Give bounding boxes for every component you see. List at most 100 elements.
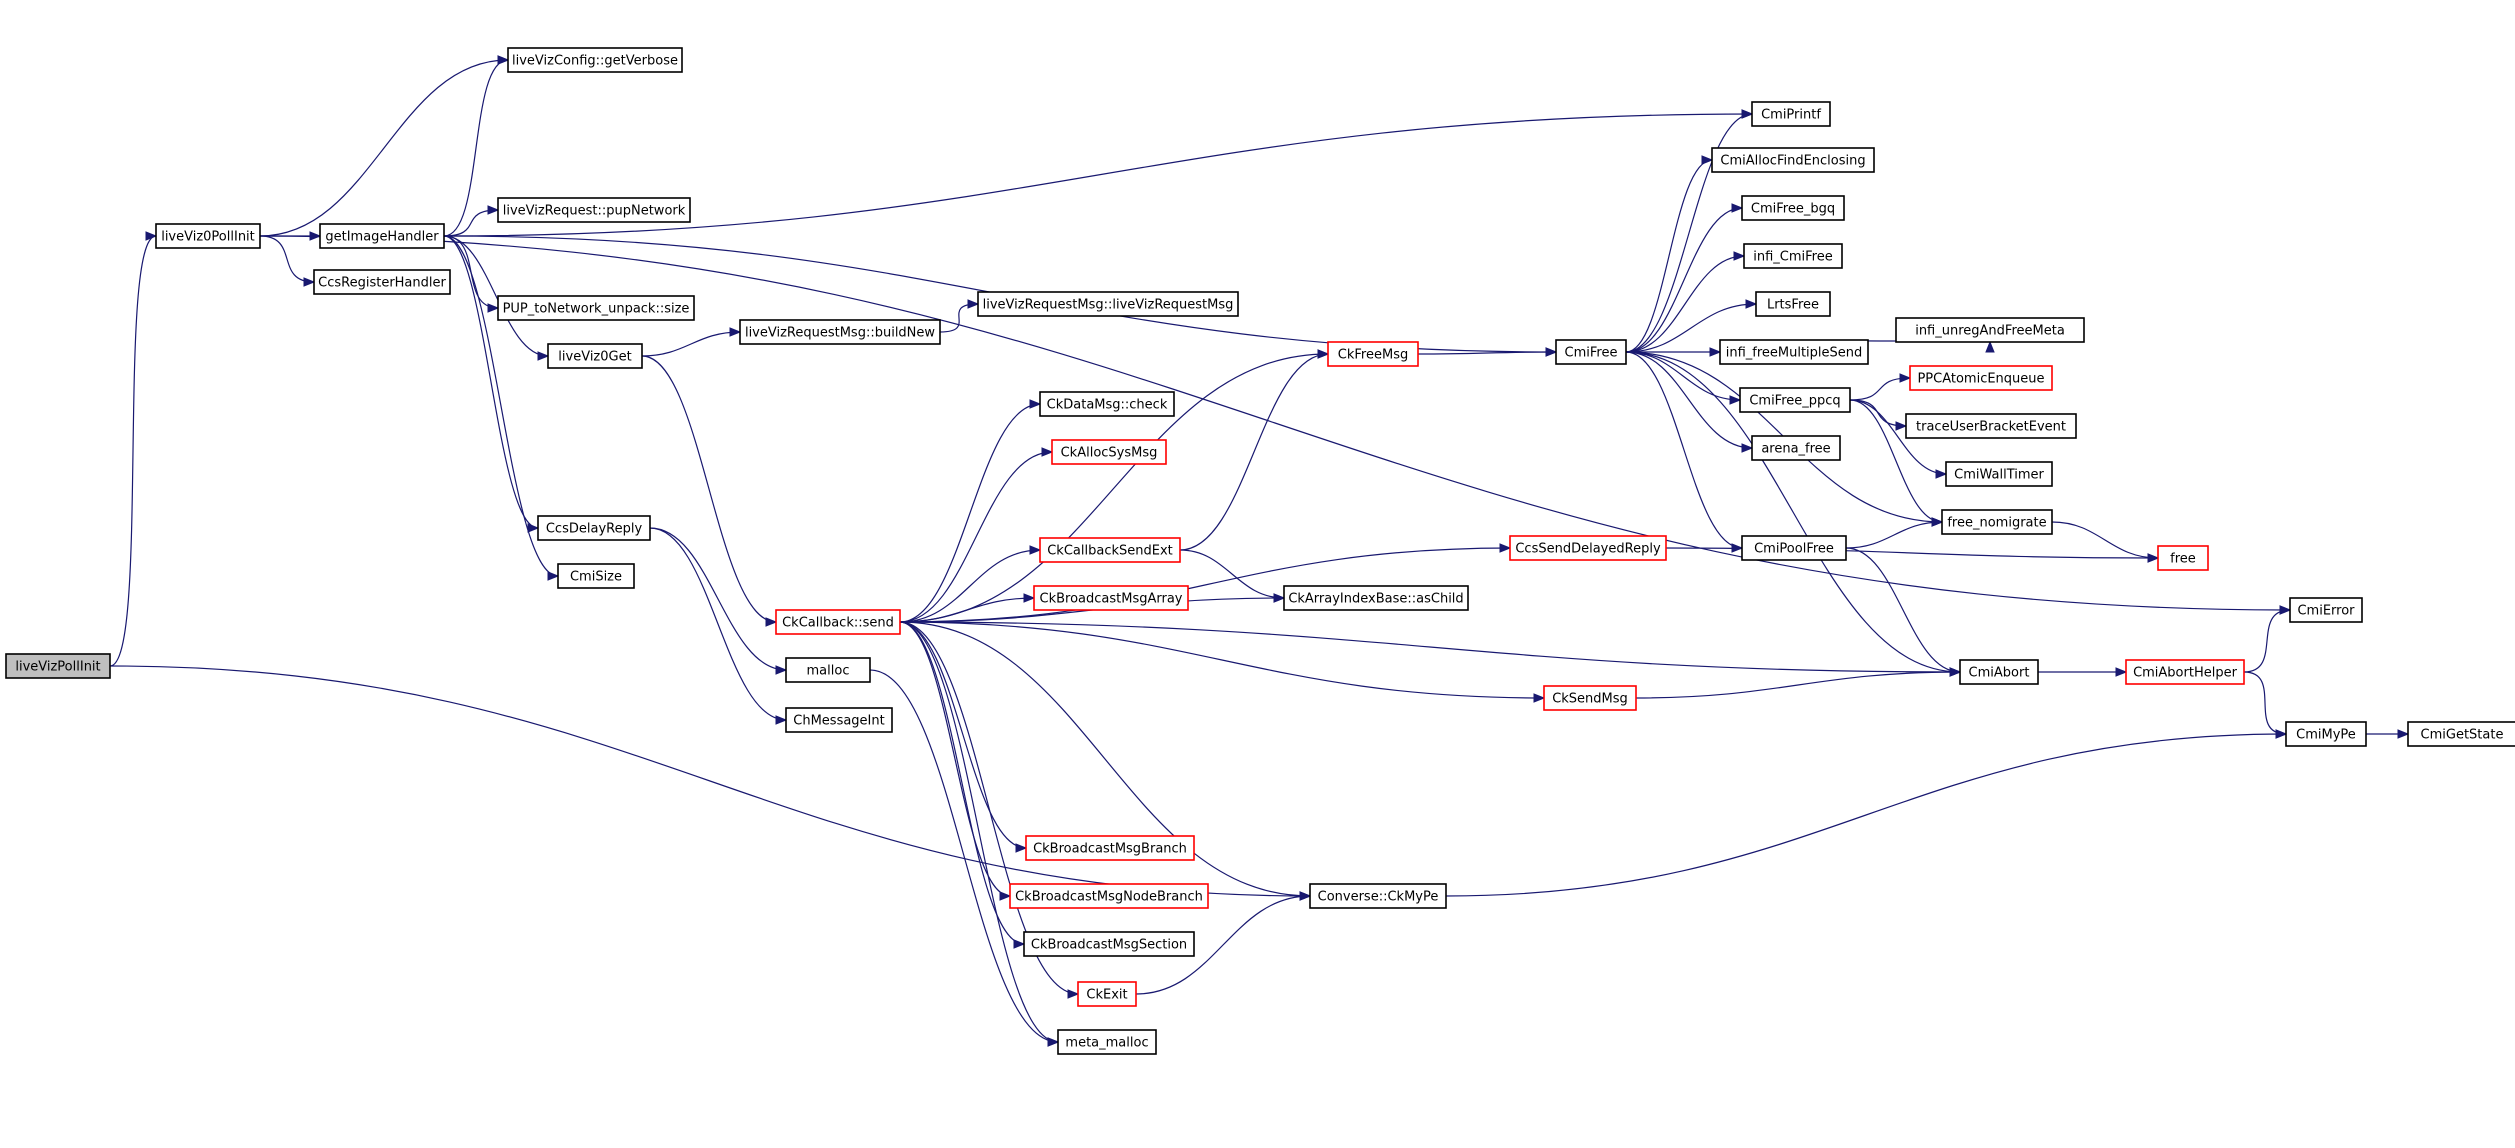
node-CmiFree_bgq[interactable]: CmiFree_bgq bbox=[1741, 195, 1845, 221]
node-CkBroadcastMsgArray[interactable]: CkBroadcastMsgArray bbox=[1033, 585, 1189, 611]
node-box bbox=[1039, 391, 1175, 417]
node-liveVizConfig_getVerbose[interactable]: liveVizConfig::getVerbose bbox=[507, 47, 683, 73]
node-free[interactable]: free bbox=[2157, 545, 2209, 571]
edge-CmiAbort-to-CmiAbortHelper bbox=[2038, 667, 2128, 677]
node-label: CmiGetState bbox=[2421, 728, 2504, 743]
node-LrtsFree[interactable]: LrtsFree bbox=[1755, 291, 1831, 317]
node-CmiPrintf[interactable]: CmiPrintf bbox=[1751, 101, 1831, 127]
node-meta_malloc[interactable]: meta_malloc bbox=[1057, 1029, 1157, 1055]
edge-line bbox=[1179, 549, 1285, 599]
node-getImageHandler[interactable]: getImageHandler bbox=[319, 223, 445, 249]
node-CkExit[interactable]: CkExit bbox=[1077, 981, 1137, 1007]
node-liveVizPollInit[interactable]: liveVizPollInit bbox=[5, 653, 111, 679]
edge-line bbox=[1625, 351, 1961, 673]
node-CcsRegisterHandler[interactable]: CcsRegisterHandler bbox=[313, 269, 451, 295]
node-CkDataMsg_check[interactable]: CkDataMsg::check bbox=[1039, 391, 1175, 417]
node-CmiFree[interactable]: CmiFree bbox=[1555, 339, 1627, 365]
edge-CmiFree-to-arena_free bbox=[1625, 351, 1754, 453]
node-CkAllocSysMsg[interactable]: CkAllocSysMsg bbox=[1051, 439, 1167, 465]
node-box bbox=[785, 707, 893, 733]
node-CmiAllocFindEnclosing[interactable]: CmiAllocFindEnclosing bbox=[1711, 147, 1875, 173]
node-CkBroadcastMsgNodeBranch[interactable]: CkBroadcastMsgNodeBranch bbox=[1009, 883, 1209, 909]
node-ChMessageInt[interactable]: ChMessageInt bbox=[785, 707, 893, 733]
arrow-head bbox=[775, 665, 788, 675]
node-CmiWallTimer[interactable]: CmiWallTimer bbox=[1945, 461, 2053, 487]
edge-CkCallback_send-to-CkDataMsg_check bbox=[899, 399, 1042, 623]
node-CmiAbort[interactable]: CmiAbort bbox=[1959, 659, 2039, 685]
node-label: liveViz0Get bbox=[558, 350, 631, 365]
node-CkSendMsg[interactable]: CkSendMsg bbox=[1543, 685, 1637, 711]
node-CmiAbortHelper[interactable]: CmiAbortHelper bbox=[2125, 659, 2245, 685]
node-box bbox=[2285, 721, 2367, 747]
node-CkCallbackSendExt[interactable]: CkCallbackSendExt bbox=[1039, 537, 1181, 563]
node-Converse_CkMyPe[interactable]: Converse::CkMyPe bbox=[1309, 883, 1447, 909]
arrow-head bbox=[1047, 1037, 1060, 1047]
arrow-head bbox=[145, 231, 158, 241]
edge-line bbox=[1845, 547, 1961, 673]
edge-line bbox=[2243, 609, 2291, 673]
node-label: CkDataMsg::check bbox=[1047, 398, 1168, 413]
node-box bbox=[1945, 461, 2053, 487]
node-liveViz0PollInit[interactable]: liveViz0PollInit bbox=[155, 223, 261, 249]
node-CmiMyPe[interactable]: CmiMyPe bbox=[2285, 721, 2367, 747]
node-CmiError[interactable]: CmiError bbox=[2289, 597, 2363, 623]
arrow-head bbox=[1701, 155, 1714, 165]
node-liveVizRequest_pupNetwork[interactable]: liveVizRequest::pupNetwork bbox=[497, 197, 691, 223]
edge-line bbox=[443, 59, 509, 237]
arrow-head bbox=[2115, 667, 2128, 677]
edge-line bbox=[443, 235, 549, 357]
node-label: infi_CmiFree bbox=[1753, 250, 1832, 265]
node-box bbox=[2407, 721, 2515, 747]
edge-line bbox=[259, 235, 315, 283]
node-malloc[interactable]: malloc bbox=[785, 657, 871, 683]
node-label: CkCallbackSendExt bbox=[1047, 544, 1173, 559]
node-box bbox=[1909, 365, 2053, 391]
arrow-head bbox=[1013, 939, 1026, 949]
node-infi_unregAndFreeMeta[interactable]: infi_unregAndFreeMeta bbox=[1895, 317, 2085, 343]
node-PUP_toNetwork_unpack_size[interactable]: PUP_toNetwork_unpack::size bbox=[497, 295, 695, 321]
node-box bbox=[1895, 317, 2085, 343]
node-CcsDelayReply[interactable]: CcsDelayReply bbox=[537, 515, 651, 541]
node-CkFreeMsg[interactable]: CkFreeMsg bbox=[1327, 341, 1419, 367]
node-box bbox=[1941, 509, 2053, 535]
node-CcsSendDelayedReply[interactable]: CcsSendDelayedReply bbox=[1509, 535, 1667, 561]
node-liveViz0Get[interactable]: liveViz0Get bbox=[547, 343, 643, 369]
edge-liveViz0PollInit-to-CcsRegisterHandler bbox=[259, 235, 316, 287]
node-arena_free[interactable]: arena_free bbox=[1751, 435, 1841, 461]
node-liveVizRequestMsg_buildNew[interactable]: liveVizRequestMsg::buildNew bbox=[739, 319, 941, 345]
node-CmiGetState[interactable]: CmiGetState bbox=[2407, 721, 2515, 747]
node-box bbox=[1051, 439, 1167, 465]
node-label: CkFreeMsg bbox=[1338, 348, 1408, 363]
node-free_nomigrate[interactable]: free_nomigrate bbox=[1941, 509, 2053, 535]
node-CkArrayIndexBase_asChild[interactable]: CkArrayIndexBase::asChild bbox=[1283, 585, 1469, 611]
edge-CmiPoolFree-to-CmiAbort bbox=[1845, 547, 1962, 677]
edge-line bbox=[2243, 671, 2287, 735]
node-label: free bbox=[2170, 552, 2196, 567]
edge-getImageHandler-to-liveViz0Get bbox=[443, 235, 550, 361]
node-CkCallback_send[interactable]: CkCallback::send bbox=[775, 609, 901, 635]
node-CkBroadcastMsgSection[interactable]: CkBroadcastMsgSection bbox=[1023, 931, 1195, 957]
node-CkBroadcastMsgBranch[interactable]: CkBroadcastMsgBranch bbox=[1025, 835, 1195, 861]
node-label: CmiAllocFindEnclosing bbox=[1720, 154, 1865, 169]
node-infi_CmiFree[interactable]: infi_CmiFree bbox=[1743, 243, 1843, 269]
node-infi_freeMultipleSend[interactable]: infi_freeMultipleSend bbox=[1719, 339, 1869, 365]
arrow-head bbox=[487, 205, 500, 215]
node-box bbox=[1555, 339, 1627, 365]
node-CmiFree_ppcq[interactable]: CmiFree_ppcq bbox=[1739, 387, 1851, 413]
node-traceUserBracketEvent[interactable]: traceUserBracketEvent bbox=[1905, 413, 2077, 439]
node-liveVizRequestMsg_ctor[interactable]: liveVizRequestMsg::liveVizRequestMsg bbox=[977, 291, 1239, 317]
node-box bbox=[313, 269, 451, 295]
node-CmiPoolFree[interactable]: CmiPoolFree bbox=[1741, 535, 1847, 561]
node-label: CmiAbort bbox=[1969, 666, 2030, 681]
node-label: CcsRegisterHandler bbox=[318, 276, 446, 291]
node-CmiSize[interactable]: CmiSize bbox=[557, 563, 635, 589]
node-PPCAtomicEnqueue[interactable]: PPCAtomicEnqueue bbox=[1909, 365, 2053, 391]
node-label: CkCallback::send bbox=[782, 616, 894, 631]
arrow-head bbox=[1499, 543, 1512, 553]
node-box bbox=[1711, 147, 1875, 173]
edge-line bbox=[443, 235, 539, 529]
edge-line bbox=[1625, 351, 1743, 549]
arrow-head bbox=[2279, 605, 2292, 615]
arrow-head bbox=[1299, 891, 1312, 901]
node-label: LrtsFree bbox=[1767, 298, 1819, 313]
